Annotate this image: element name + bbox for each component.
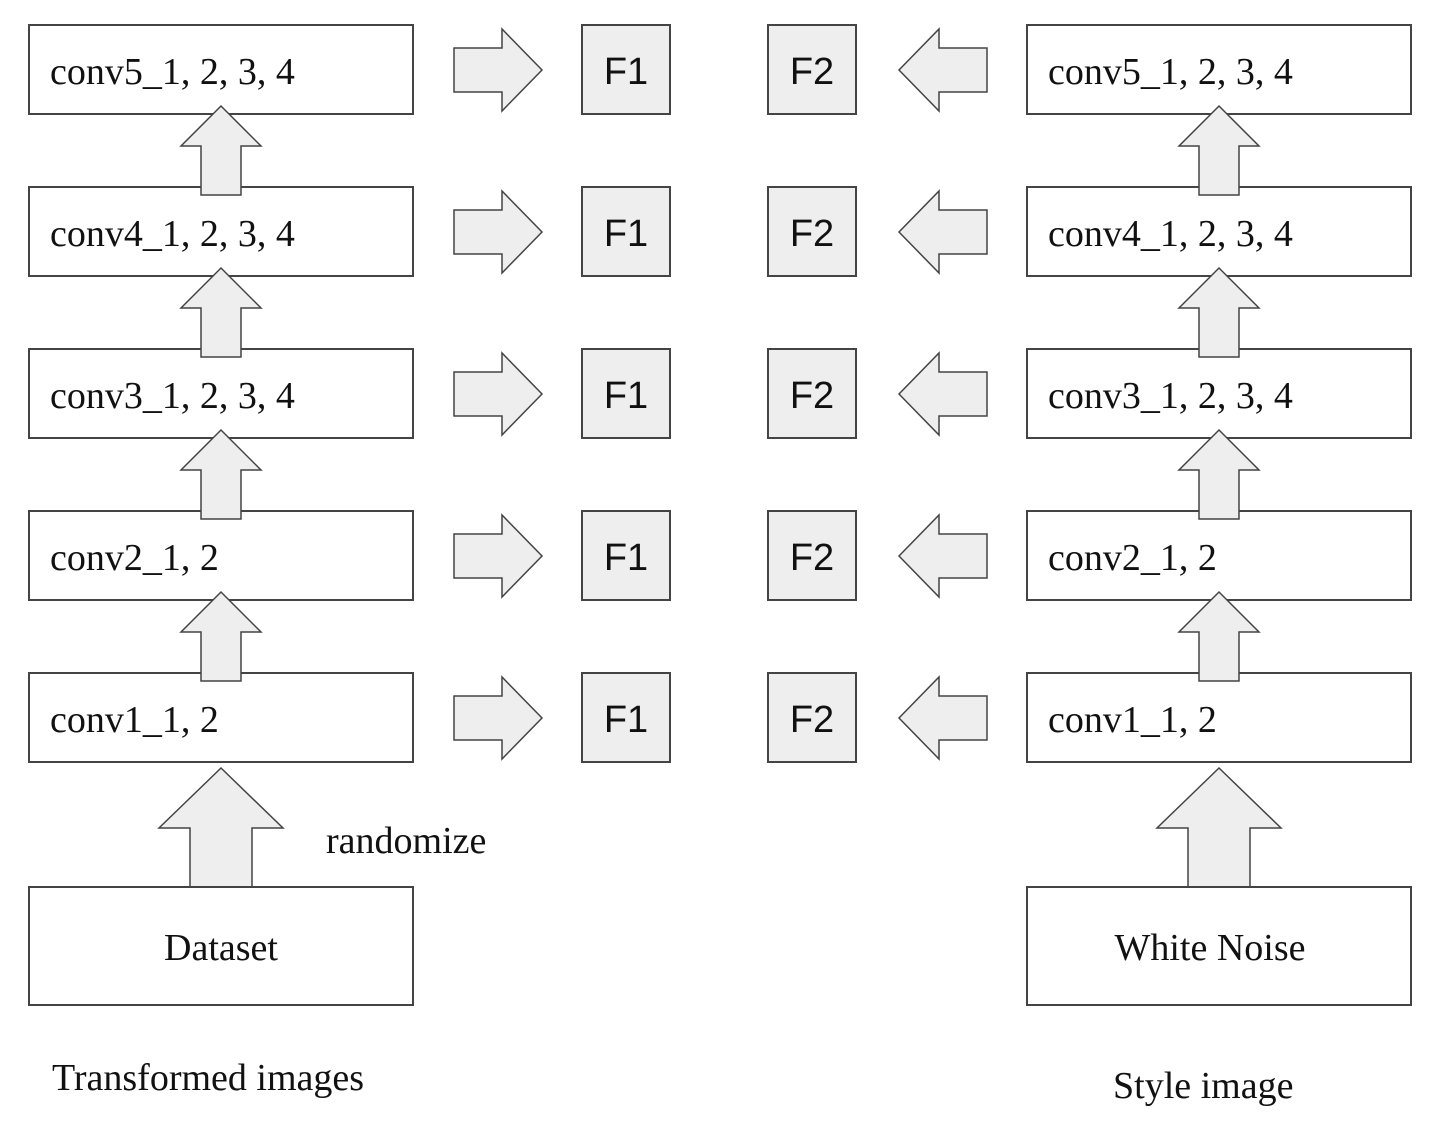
left-arrow-icon bbox=[897, 27, 988, 113]
left-layer-label: conv5_1, 2, 3, 4 bbox=[50, 51, 295, 93]
left-layer-label: conv1_1, 2 bbox=[50, 699, 219, 741]
f1-box bbox=[581, 186, 671, 277]
f2-box bbox=[767, 672, 857, 763]
left-layer-label: conv3_1, 2, 3, 4 bbox=[50, 375, 295, 417]
input-up-arrow-icon bbox=[1155, 766, 1283, 888]
transformed-images-caption: Transformed images bbox=[52, 1057, 364, 1099]
left-arrow-icon bbox=[897, 189, 988, 275]
left-arrow-icon bbox=[897, 675, 988, 761]
f2-box bbox=[767, 186, 857, 277]
f1-box bbox=[581, 348, 671, 439]
right-arrow-icon bbox=[453, 513, 544, 599]
up-arrow-icon bbox=[1177, 266, 1261, 358]
f2-box bbox=[767, 24, 857, 115]
right-layer-box bbox=[1026, 510, 1412, 601]
f1-label: F1 bbox=[604, 213, 648, 255]
f2-label: F2 bbox=[790, 375, 834, 417]
white-noise-box bbox=[1026, 886, 1412, 1006]
left-layer-box bbox=[28, 24, 414, 115]
f1-label: F1 bbox=[604, 537, 648, 579]
right-layer-label: conv5_1, 2, 3, 4 bbox=[1048, 51, 1293, 93]
up-arrow-icon bbox=[1177, 428, 1261, 520]
left-layer-box bbox=[28, 672, 414, 763]
right-layer-box bbox=[1026, 348, 1412, 439]
f2-label: F2 bbox=[790, 51, 834, 93]
up-arrow-icon bbox=[179, 428, 263, 520]
right-layer-label: conv2_1, 2 bbox=[1048, 537, 1217, 579]
up-arrow-icon bbox=[179, 266, 263, 358]
arrows-group bbox=[157, 27, 1283, 888]
white-noise-label: White Noise bbox=[1114, 927, 1305, 969]
up-arrow-icon bbox=[1177, 590, 1261, 682]
right-arrow-icon bbox=[453, 675, 544, 761]
f2-box bbox=[767, 348, 857, 439]
up-arrow-icon bbox=[179, 590, 263, 682]
left-layer-label: conv2_1, 2 bbox=[50, 537, 219, 579]
left-layer-box bbox=[28, 348, 414, 439]
left-layer-stack: conv5_1, 2, 3, 4 conv4_1, 2, 3, 4 conv3_1,… bbox=[28, 24, 414, 763]
right-layer-label: conv4_1, 2, 3, 4 bbox=[1048, 213, 1293, 255]
right-layer-box bbox=[1026, 186, 1412, 277]
left-layer-label: conv4_1, 2, 3, 4 bbox=[50, 213, 295, 255]
f1-box bbox=[581, 510, 671, 601]
right-layer-box bbox=[1026, 672, 1412, 763]
right-layer-label: conv1_1, 2 bbox=[1048, 699, 1217, 741]
right-arrow-icon bbox=[453, 189, 544, 275]
left-arrow-icon bbox=[897, 513, 988, 599]
right-layer-label: conv3_1, 2, 3, 4 bbox=[1048, 375, 1293, 417]
randomize-annotation: randomize bbox=[326, 820, 486, 862]
up-arrow-icon bbox=[179, 104, 263, 196]
f2-box bbox=[767, 510, 857, 601]
f2-label: F2 bbox=[790, 537, 834, 579]
f1-label: F1 bbox=[604, 375, 648, 417]
f1-box bbox=[581, 672, 671, 763]
right-layer-stack: conv5_1, 2, 3, 4 conv4_1, 2, 3, 4 conv3_1,… bbox=[1026, 24, 1412, 763]
f2-label: F2 bbox=[790, 213, 834, 255]
f1-label: F1 bbox=[604, 699, 648, 741]
f1-box bbox=[581, 24, 671, 115]
left-arrow-icon bbox=[897, 351, 988, 437]
f1-label: F1 bbox=[604, 51, 648, 93]
dataset-label: Dataset bbox=[164, 927, 278, 969]
style-image-caption: Style image bbox=[1113, 1065, 1293, 1107]
right-arrow-icon bbox=[453, 27, 544, 113]
dataset-box bbox=[28, 886, 414, 1006]
f2-label: F2 bbox=[790, 699, 834, 741]
up-arrow-icon bbox=[1177, 104, 1261, 196]
right-arrow-icon bbox=[453, 351, 544, 437]
input-up-arrow-icon bbox=[157, 766, 285, 888]
